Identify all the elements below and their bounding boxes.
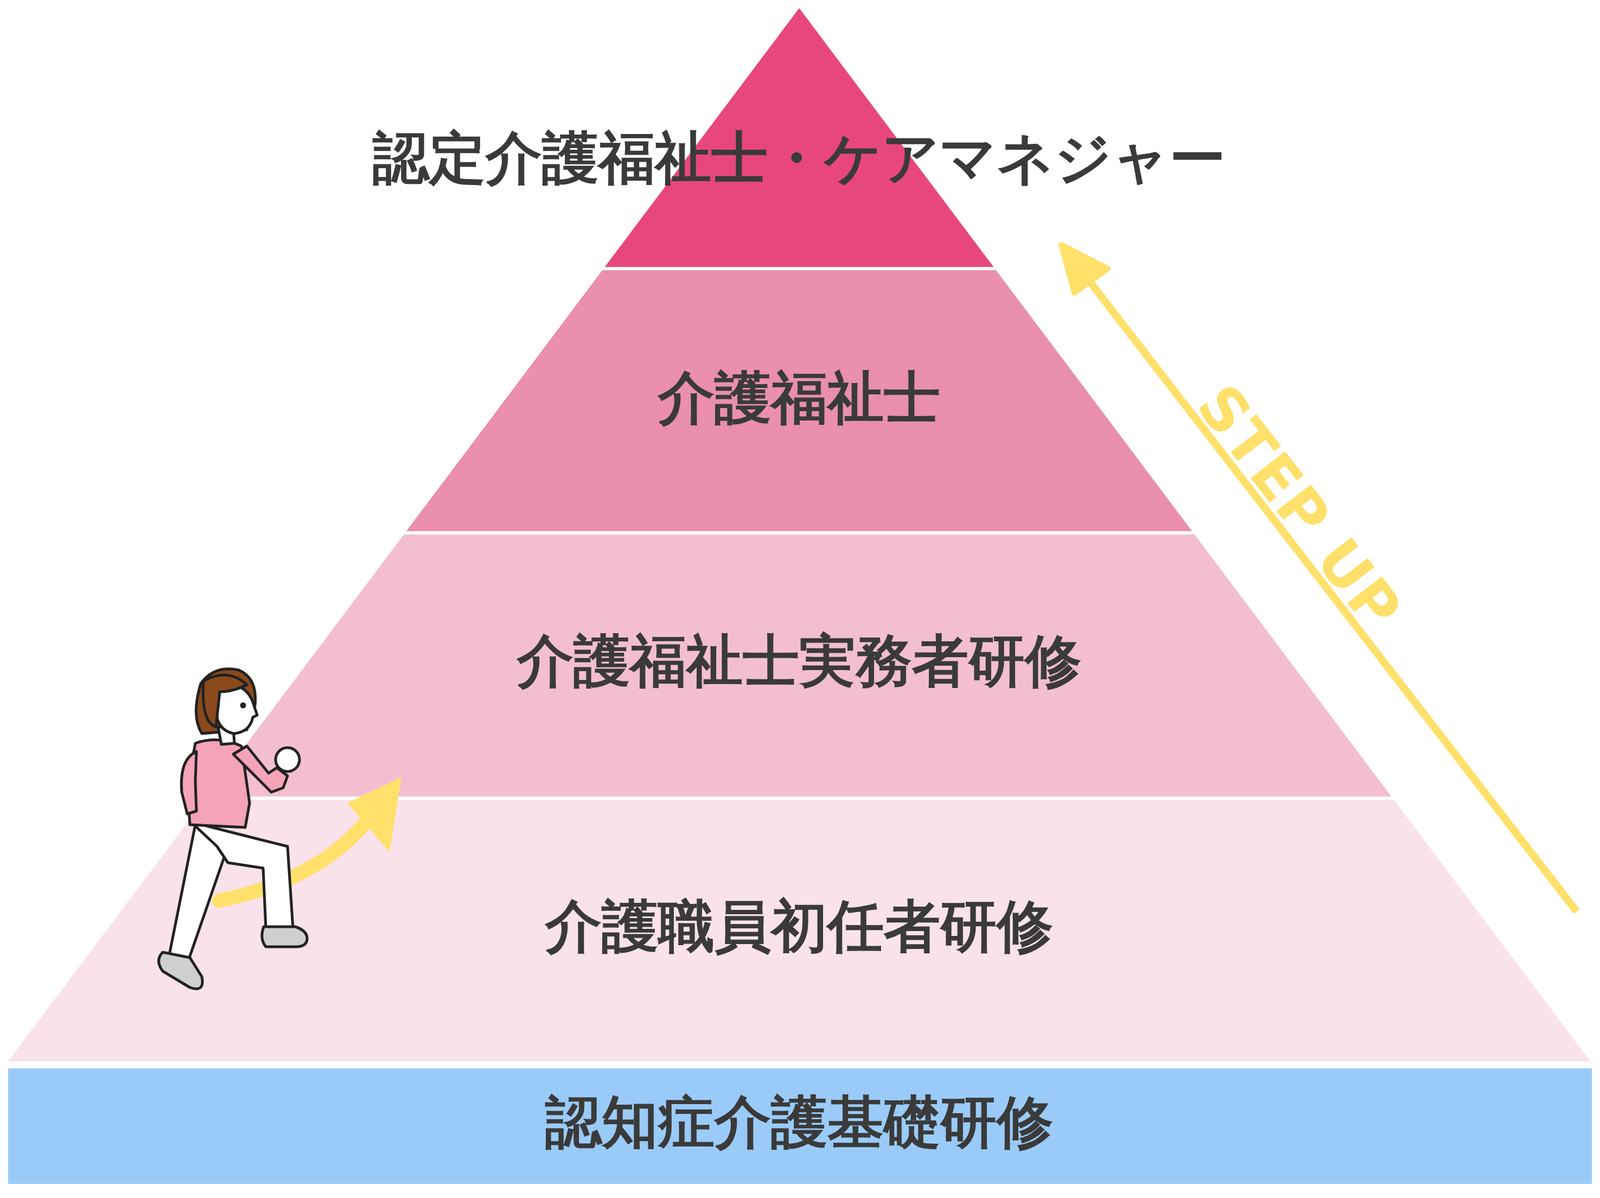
tier-label: 介護職員初任者研修 [545,894,1054,960]
tier-label: 認定介護福祉士・ケアマネジャー [372,125,1226,191]
pyramid-base-tier: 介護職員初任者研修 [0,799,1600,1062]
tier-fill [8,1068,1592,1184]
tier-fill [207,534,1392,797]
tier-label: 介護福祉士 [658,365,941,431]
foundation-bar: 認知症介護基礎研修 [0,1068,1600,1184]
tier-label: 認知症介護基礎研修 [545,1089,1054,1156]
pyramid-top-tier: 認定介護福祉士・ケアマネジャー [0,8,1600,267]
pyramid-tier: 介護福祉士 [0,270,1600,532]
tier-fill [406,270,1192,532]
tier-fill [8,799,1591,1062]
tier-label: 介護福祉士実務者研修 [517,628,1082,694]
